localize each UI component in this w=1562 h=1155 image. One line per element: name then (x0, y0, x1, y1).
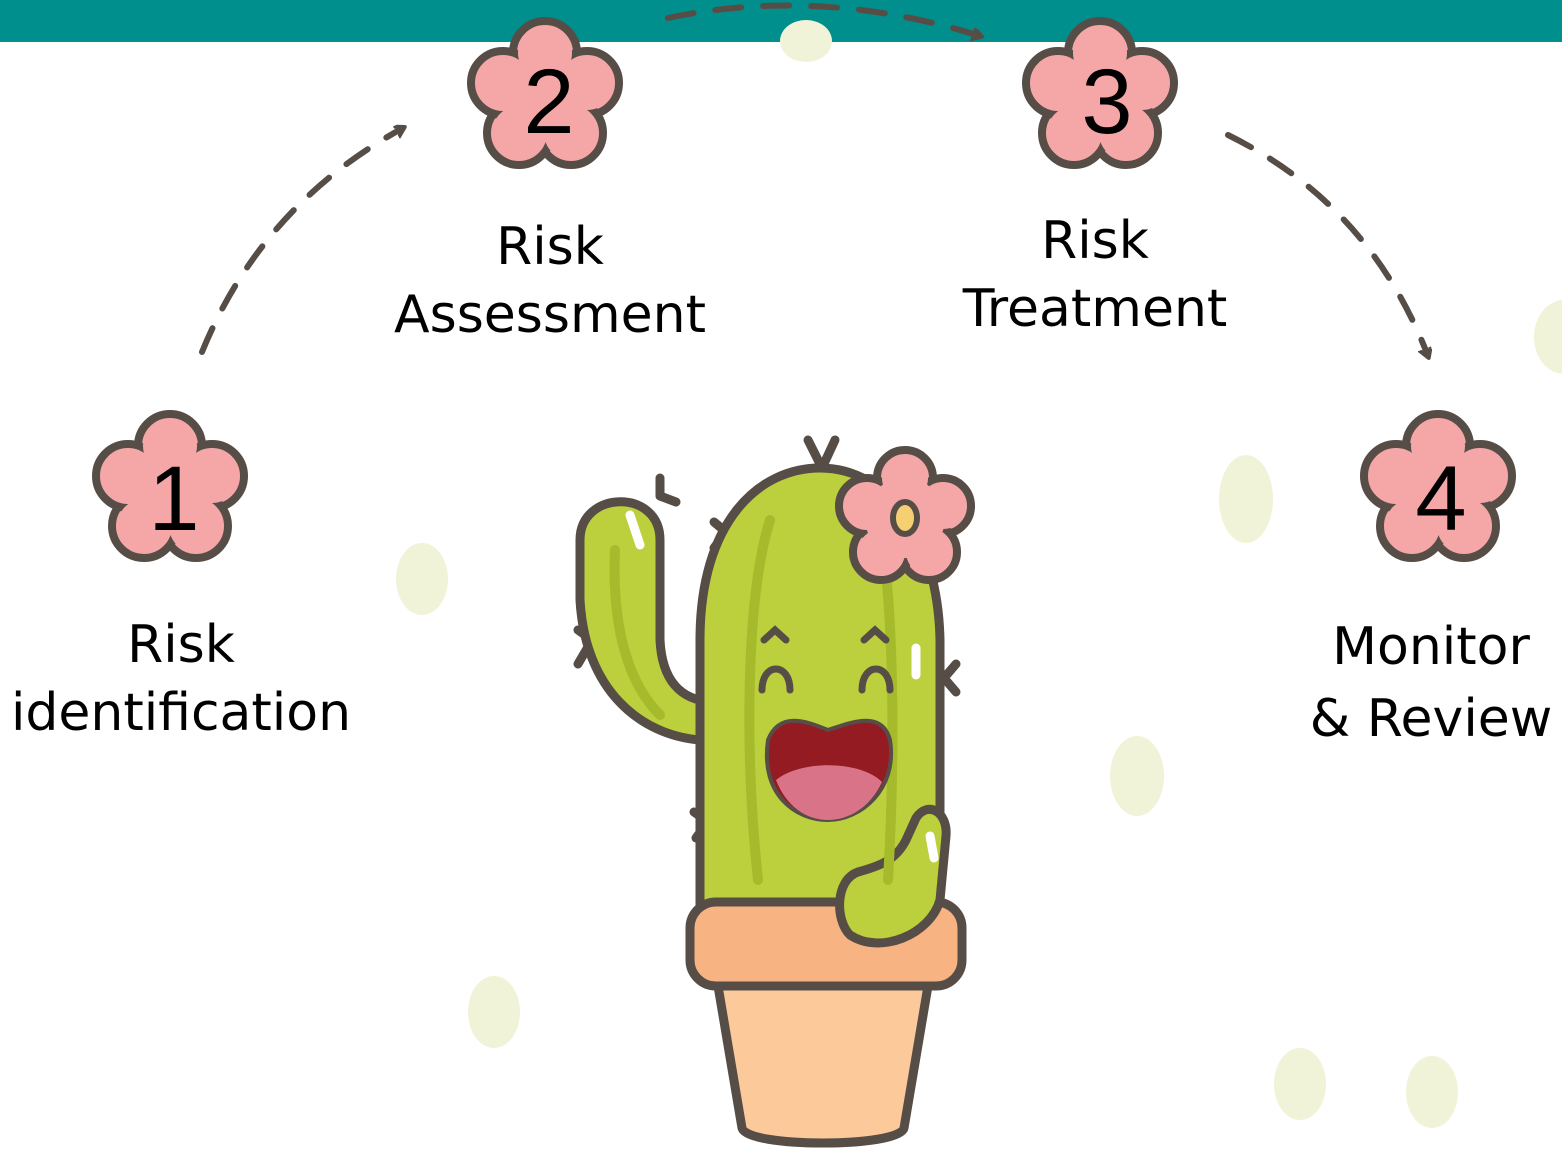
cactus-mascot-icon (0, 0, 1562, 1155)
